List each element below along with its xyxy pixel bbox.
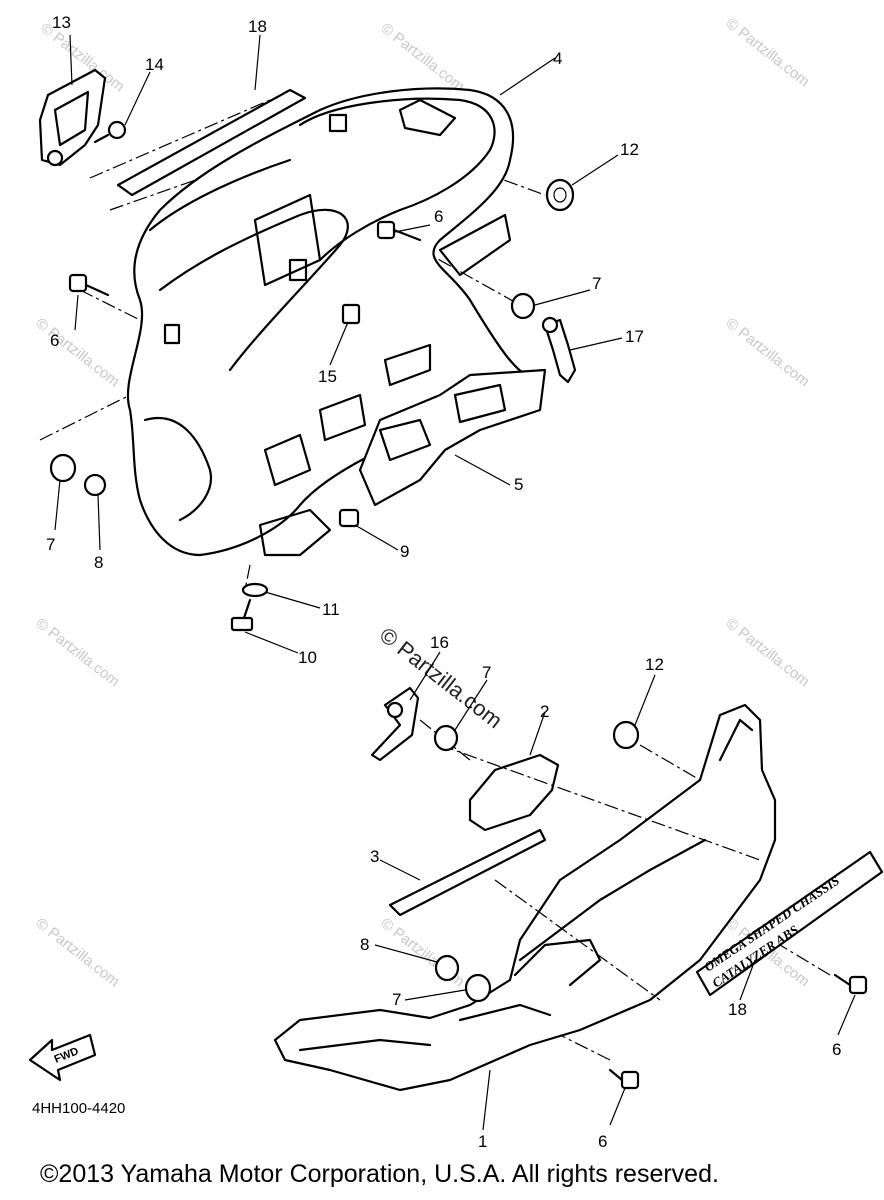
watermark: © Partzilla.com bbox=[33, 615, 123, 691]
watermark: © Partzilla.com bbox=[723, 315, 813, 391]
callout-14: 14 bbox=[145, 55, 164, 74]
lower-cowling-part-1 bbox=[273, 703, 777, 1092]
callout-7: 7 bbox=[392, 990, 401, 1009]
callout-6: 6 bbox=[434, 207, 443, 226]
callout-6: 6 bbox=[832, 1040, 841, 1059]
callout-8: 8 bbox=[94, 553, 103, 572]
callout-18: 18 bbox=[248, 17, 267, 36]
fasteners-lower bbox=[433, 720, 868, 1090]
panel-part-2 bbox=[468, 753, 560, 832]
callout-4: 4 bbox=[553, 49, 562, 68]
callout-17: 17 bbox=[625, 327, 644, 346]
callout-6: 6 bbox=[598, 1132, 607, 1151]
strip-part-3 bbox=[388, 828, 547, 917]
inner-panel-part-5 bbox=[358, 368, 547, 507]
callout-7: 7 bbox=[46, 535, 55, 554]
callout-3: 3 bbox=[370, 847, 379, 866]
callout-11: 11 bbox=[322, 600, 340, 619]
callout-1: 1 bbox=[478, 1132, 487, 1151]
watermark: © Partzilla.com bbox=[723, 615, 813, 691]
upper-cowling-part-4 bbox=[126, 87, 542, 557]
callout-12: 12 bbox=[645, 655, 664, 674]
callout-10: 10 bbox=[298, 648, 317, 667]
emblem-strip-part-18-upper bbox=[116, 88, 307, 197]
callout-5: 5 bbox=[514, 475, 523, 494]
watermark: © Partzilla.com bbox=[723, 15, 813, 91]
watermark: © Partzilla.com bbox=[33, 315, 123, 391]
watermark: © Partzilla.com bbox=[378, 915, 468, 991]
callout-labels: 13 14 18 4 12 6 7 17 6 15 5 7 8 9 11 10 … bbox=[46, 13, 841, 1151]
callout-2: 2 bbox=[540, 702, 549, 721]
copyright-notice: ©2013 Yamaha Motor Corporation, U.S.A. A… bbox=[40, 1160, 719, 1188]
callout-15: 15 bbox=[318, 367, 337, 386]
clip-part-17 bbox=[541, 316, 577, 384]
callout-16: 16 bbox=[430, 633, 449, 652]
watermark: © Partzilla.com bbox=[33, 915, 123, 991]
callout-8: 8 bbox=[360, 935, 369, 954]
bracket-part-16 bbox=[370, 686, 420, 762]
bracket-part-13 bbox=[38, 68, 107, 167]
forward-arrow-icon: FWD bbox=[28, 1033, 97, 1082]
alignment-lines-lower bbox=[419, 719, 831, 1061]
callout-9: 9 bbox=[400, 542, 409, 561]
callout-13: 13 bbox=[52, 13, 71, 32]
watermark: © Partzilla.com bbox=[378, 20, 468, 96]
leader-lines bbox=[54, 34, 856, 1131]
callout-6: 6 bbox=[50, 331, 59, 350]
callout-7: 7 bbox=[482, 663, 491, 682]
fasteners-upper bbox=[49, 120, 575, 632]
diagram-code: 4HH100-4420 bbox=[32, 1100, 126, 1117]
clip-part-15 bbox=[341, 303, 361, 325]
callout-7: 7 bbox=[592, 274, 601, 293]
callout-18: 18 bbox=[728, 1000, 747, 1019]
callout-12: 12 bbox=[620, 140, 639, 159]
